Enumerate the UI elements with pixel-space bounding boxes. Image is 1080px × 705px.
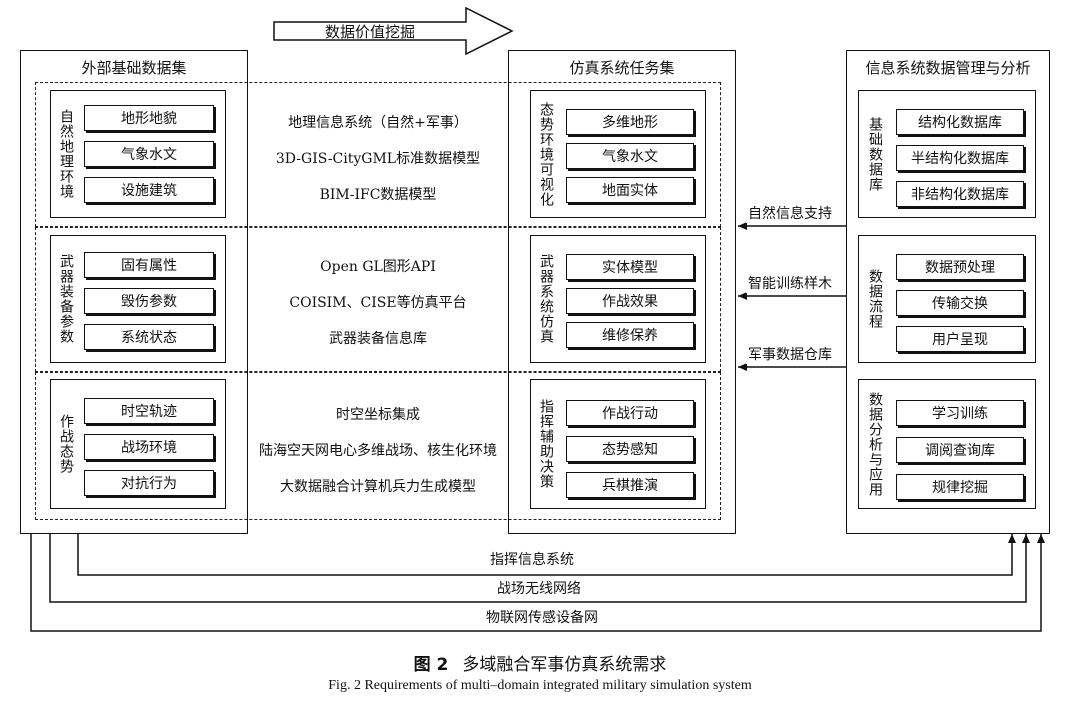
right-group-3-label: 数据分析与应用 <box>867 391 883 497</box>
center-item-operations: 作战行动 <box>566 400 694 426</box>
simulation-task-panel <box>508 50 736 534</box>
loop-command-info <box>77 533 1016 576</box>
center-item-maintenance: 维修保养 <box>566 322 694 348</box>
left-item-terrain: 地形地貌 <box>84 105 214 131</box>
bottom-label-wireless: 战场无线网络 <box>497 581 581 597</box>
mid-text-2-2: COISIM、CISE等仿真平台 <box>289 295 467 311</box>
right-group-1-label: 基础数据库 <box>867 116 883 192</box>
center-group-1-label: 态势环境可视化 <box>538 101 554 207</box>
external-dataset-panel <box>20 50 248 534</box>
center-item-effect: 作战效果 <box>566 288 694 314</box>
left-group-2-label: 武器装备参数 <box>58 254 74 344</box>
center-item-weather: 气象水文 <box>566 143 694 169</box>
mid-text-3-1: 时空坐标集成 <box>336 407 420 423</box>
left-item-status: 系统状态 <box>84 324 214 350</box>
band-3 <box>35 372 721 520</box>
right-group-2-label: 数据流程 <box>867 269 883 329</box>
external-dataset-title: 外部基础数据集 <box>81 59 187 77</box>
loop-iot <box>30 533 1045 632</box>
right-item-semistructured: 半结构化数据库 <box>896 145 1024 171</box>
center-group-3-label: 指挥辅助决策 <box>538 399 554 489</box>
mid-text-2-1: Open GL图形API <box>320 259 436 275</box>
mid-text-1-3: BIM-IFC数据模型 <box>319 187 437 203</box>
band-1 <box>35 82 721 227</box>
left-item-weather: 气象水文 <box>84 141 214 167</box>
left-item-battlefield: 战场环境 <box>84 434 214 460</box>
left-item-facilities: 设施建筑 <box>84 177 214 203</box>
center-group-2-label: 武器系统仿真 <box>538 254 554 344</box>
band-2 <box>35 227 721 372</box>
right-item-mining: 规律挖掘 <box>896 474 1024 500</box>
right-item-unstructured: 非结构化数据库 <box>896 181 1024 207</box>
figure-caption-en: Fig. 2 Requirements of multi–domain inte… <box>328 678 752 693</box>
figure-title: 多域融合军事仿真系统需求 <box>462 655 667 675</box>
link-label-warehouse: 军事数据仓库 <box>746 344 834 364</box>
right-item-exchange: 传输交换 <box>896 290 1024 316</box>
link-label-training: 智能训练样木 <box>746 273 834 293</box>
right-item-presentation: 用户呈现 <box>896 326 1024 352</box>
left-group-1-label: 自然地理环境 <box>58 109 74 199</box>
mid-text-3-2: 陆海空天网电心多维战场、核生化环境 <box>259 443 497 459</box>
bottom-label-iot: 物联网传感设备网 <box>486 610 598 626</box>
right-item-preprocess: 数据预处理 <box>896 254 1024 280</box>
figure-number: 图 2 <box>413 655 449 675</box>
info-system-title: 信息系统数据管理与分析 <box>865 59 1031 77</box>
left-item-damage: 毁伤参数 <box>84 288 214 314</box>
left-item-trajectory: 时空轨迹 <box>84 398 214 424</box>
mid-text-1-2: 3D-GIS-CityGML标准数据模型 <box>275 151 481 167</box>
bottom-label-command: 指挥信息系统 <box>490 552 574 568</box>
link-label-natural: 自然信息支持 <box>746 203 834 223</box>
top-arrow-label: 数据价值挖掘 <box>324 23 415 41</box>
mid-text-2-3: 武器装备信息库 <box>329 331 427 347</box>
center-item-wargame: 兵棋推演 <box>566 472 694 498</box>
center-item-ground: 地面实体 <box>566 177 694 203</box>
data-value-mining-arrow <box>273 6 514 56</box>
simulation-task-title: 仿真系统任务集 <box>569 59 675 77</box>
info-system-panel <box>846 50 1050 534</box>
center-item-entity: 实体模型 <box>566 254 694 280</box>
left-item-inherent: 固有属性 <box>84 252 214 278</box>
center-item-awareness: 态势感知 <box>566 436 694 462</box>
mid-text-3-3: 大数据融合计算机兵力生成模型 <box>280 479 476 495</box>
figure-caption: 图 2 多域融合军事仿真系统需求 <box>0 650 1080 675</box>
right-item-training: 学习训练 <box>896 400 1024 426</box>
loop-wireless <box>49 533 1030 603</box>
right-item-structured: 结构化数据库 <box>896 109 1024 135</box>
left-group-3-label: 作战态势 <box>58 414 74 474</box>
mid-text-1-1: 地理信息系统（自然+军事） <box>288 115 468 131</box>
left-item-confrontation: 对抗行为 <box>84 470 214 496</box>
right-item-query: 调阅查询库 <box>896 437 1024 463</box>
center-item-terrain: 多维地形 <box>566 109 694 135</box>
